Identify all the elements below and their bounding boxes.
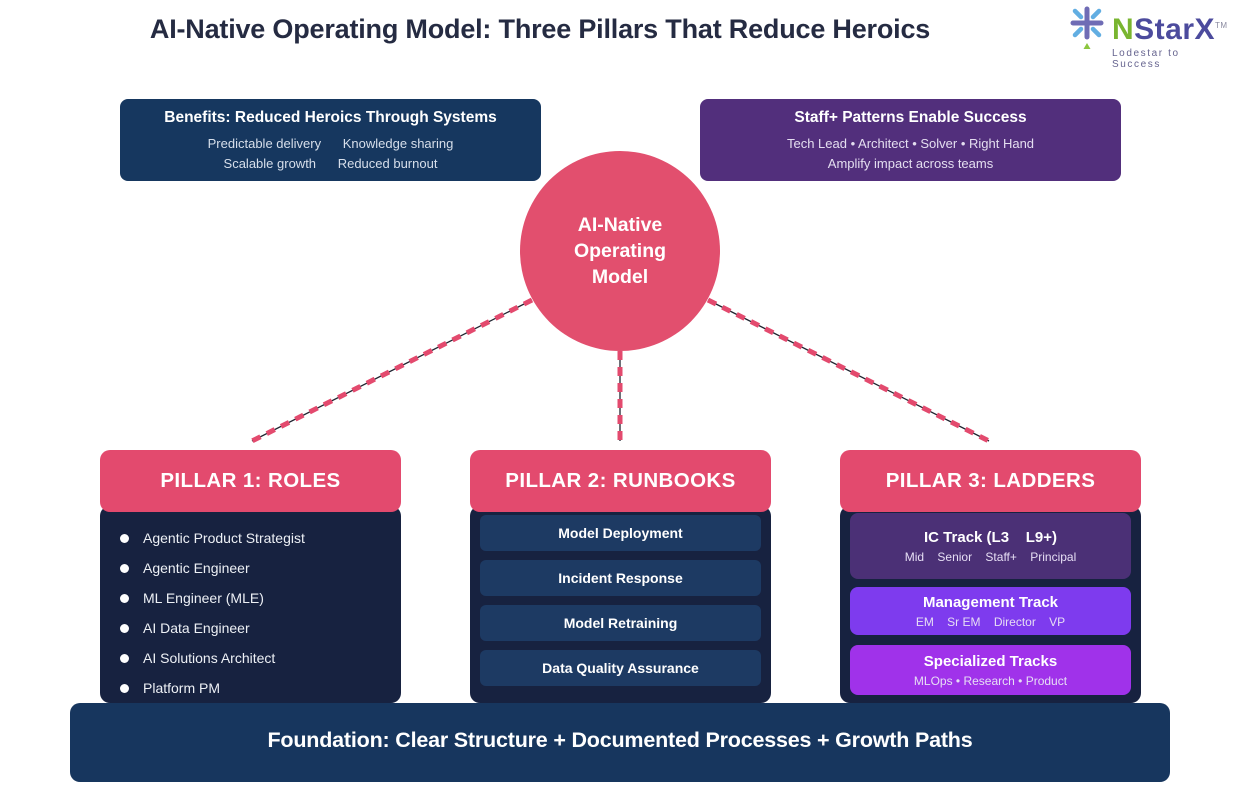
runbook-box-incident-response: Incident Response [480,560,761,596]
role-item: AI Solutions Architect [120,643,391,673]
role-label: AI Solutions Architect [143,650,276,666]
staff-patterns-title: Staff+ Patterns Enable Success [794,109,1027,126]
bullet-icon [120,593,129,603]
bullet-icon [120,563,129,573]
connector-left [250,297,534,444]
track-management-subtitle: EM Sr EM Director VP [915,614,1066,629]
track-box-specialized: Specialized Tracks MLOps • Research • Pr… [850,645,1131,695]
role-item: Agentic Product Strategist [120,523,391,553]
staff-patterns-box: Staff+ Patterns Enable Success Tech Lead… [700,99,1121,181]
track-specialized-subtitle: MLOps • Research • Product [913,673,1068,688]
central-node-line-1: AI-Native [577,214,663,236]
track-box-ic: IC Track (L3 L9+) Mid Senior Staff+ Prin… [850,513,1131,579]
role-item: Platform PM [120,673,391,703]
bullet-icon [120,533,129,543]
role-label: Agentic Product Strategist [143,530,305,546]
logo-letter-n: N [1112,13,1135,46]
role-item: ML Engineer (MLE) [120,583,391,613]
central-node: AI-Native Operating Model [520,151,720,351]
foundation-text: Foundation: Clear Structure + Documented… [267,728,973,752]
staff-patterns-line-2: Amplify impact across teams [827,156,994,171]
role-label: ML Engineer (MLE) [143,590,264,606]
role-label: Agentic Engineer [143,560,250,576]
role-item: AI Data Engineer [120,613,391,643]
pillar-3-header: PILLAR 3: LADDERS [840,450,1141,512]
foundation-bar: Foundation: Clear Structure + Documented… [70,703,1170,782]
pillar-2-body: Model Deployment Incident Response Model… [470,506,771,703]
logo-tagline: Lodestar to Success [1112,48,1180,70]
logo-triangle-icon [1083,43,1091,49]
logo-trademark: TM [1215,21,1228,30]
runbook-box-data-quality-assurance: Data Quality Assurance [480,650,761,686]
bullet-icon [120,683,129,693]
logo-name-rest: StarX [1134,13,1216,46]
nstarx-logo: NStarXTM Lodestar to Success [1064,5,1232,70]
benefits-title: Benefits: Reduced Heroics Through System… [164,109,497,126]
benefits-line-1: Predictable delivery Knowledge sharing [207,136,454,151]
runbook-box-model-retraining: Model Retraining [480,605,761,641]
staff-patterns-line-1: Tech Lead • Architect • Solver • Right H… [786,136,1035,151]
role-item: Agentic Engineer [120,553,391,583]
pillar-2-header: PILLAR 2: RUNBOOKS [470,450,771,512]
track-ic-title: IC Track (L3 L9+) [924,528,1057,546]
benefits-line-2: Scalable growth Reduced burnout [223,156,438,171]
page-title: AI-Native Operating Model: Three Pillars… [149,14,931,44]
pillar-1-header: PILLAR 1: ROLES [100,450,401,512]
bullet-icon [120,623,129,633]
pillar-1-body: Agentic Product Strategist Agentic Engin… [100,506,401,703]
logo-brand-name: NStarXTM [1112,11,1232,45]
track-management-title: Management Track [922,593,1059,611]
nstarx-star-icon [1070,6,1104,49]
role-label: Platform PM [143,680,221,696]
runbook-box-model-deployment: Model Deployment [480,515,761,551]
track-box-management: Management Track EM Sr EM Director VP [850,587,1131,635]
pillar-3-body: IC Track (L3 L9+) Mid Senior Staff+ Prin… [840,506,1141,703]
central-node-line-3: Model [591,266,649,288]
benefits-box: Benefits: Reduced Heroics Through System… [120,99,541,181]
track-ic-subtitle: Mid Senior Staff+ Principal [904,549,1077,564]
connector-right [706,297,991,444]
track-specialized-title: Specialized Tracks [923,652,1058,670]
role-label: AI Data Engineer [143,620,250,636]
central-node-line-2: Operating [573,240,667,262]
bullet-icon [120,653,129,663]
logo-text: NStarXTM Lodestar to Success [1112,5,1232,71]
